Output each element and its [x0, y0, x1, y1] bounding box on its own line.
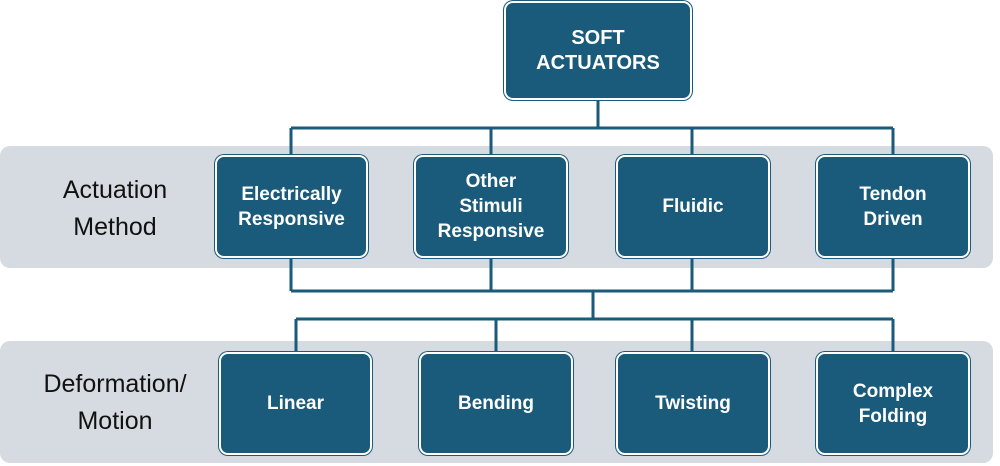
bending-box: Bending: [419, 352, 573, 455]
soft-actuators-box: SOFT ACTUATORS: [504, 1, 692, 100]
linear-box: Linear: [219, 352, 372, 455]
complex-folding-box: Complex Folding: [816, 352, 970, 455]
deformation-motion-label: Deformation/ Motion: [43, 370, 187, 435]
actuation-method-label: Actuation Method: [62, 176, 168, 241]
tendon-driven-box: Tendon Driven: [816, 155, 970, 258]
twisting-box: Twisting: [616, 352, 770, 455]
fluidic-box: Fluidic: [616, 155, 770, 258]
other-stimuli-responsive-box: Other Stimuli Responsive: [414, 155, 568, 258]
electrically-responsive-box: Electrically Responsive: [215, 155, 368, 258]
